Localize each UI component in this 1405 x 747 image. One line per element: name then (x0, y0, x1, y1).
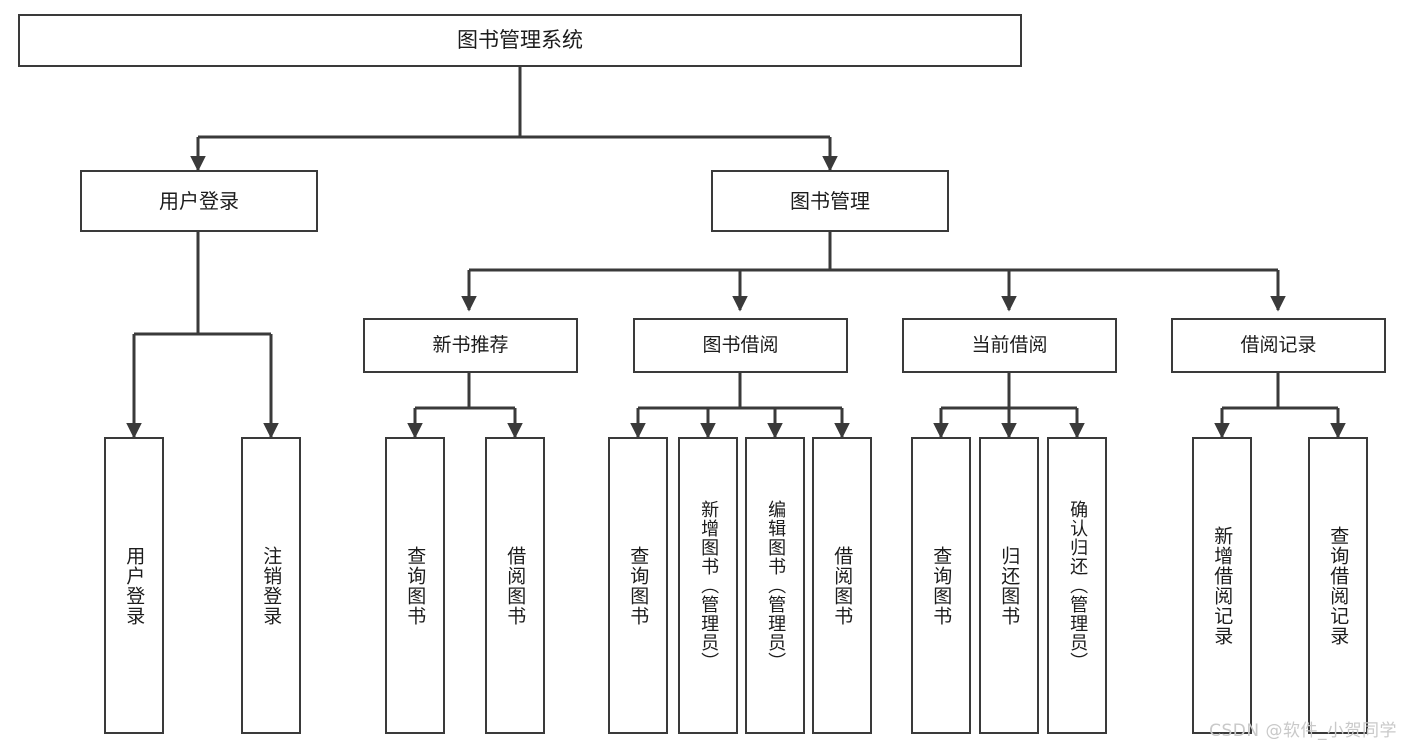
leaf-query-borrow-record[interactable]: 查询借阅记录 (1308, 437, 1368, 734)
leaf-borrow-book-recommend[interactable]: 借阅图书 (485, 437, 545, 734)
leaf-edit-book-admin[interactable]: 编辑图书（管理员） (745, 437, 805, 734)
leaf-add-book-admin[interactable]: 新增图书（管理员） (678, 437, 738, 734)
leaf-add-borrow-record[interactable]: 新增借阅记录 (1192, 437, 1252, 734)
node-book-management[interactable]: 图书管理 (711, 170, 949, 232)
node-book-borrow[interactable]: 图书借阅 (633, 318, 848, 373)
leaf-query-book-recommend-label: 查询图书 (404, 545, 427, 626)
node-borrow-records[interactable]: 借阅记录 (1171, 318, 1386, 373)
node-root-label: 图书管理系统 (457, 28, 583, 53)
leaf-return-book-label: 归还图书 (998, 545, 1021, 626)
node-new-recommend-label: 新书推荐 (432, 333, 509, 356)
leaf-borrow-book-recommend-label: 借阅图书 (504, 545, 527, 626)
leaf-add-book-admin-label: 新增图书（管理员） (698, 500, 720, 671)
leaf-query-book-borrow-label: 查询图书 (627, 545, 650, 626)
leaf-user-login-label: 用户登录 (123, 545, 146, 626)
leaf-query-book-borrow[interactable]: 查询图书 (608, 437, 668, 734)
node-book-borrow-label: 图书借阅 (702, 333, 779, 356)
node-current-borrow-label: 当前借阅 (971, 333, 1048, 356)
leaf-confirm-return-admin-label: 确认归还（管理员） (1067, 500, 1089, 671)
leaf-logout-label: 注销登录 (260, 545, 283, 626)
node-borrow-records-label: 借阅记录 (1240, 333, 1317, 356)
leaf-user-login[interactable]: 用户登录 (104, 437, 164, 734)
node-book-management-label: 图书管理 (790, 188, 870, 213)
leaf-query-book-current[interactable]: 查询图书 (911, 437, 971, 734)
node-current-borrow[interactable]: 当前借阅 (902, 318, 1117, 373)
leaf-borrow-book-label: 借阅图书 (831, 545, 854, 626)
watermark: CSDN @软件_小贺同学 (1209, 721, 1397, 741)
leaf-query-book-recommend[interactable]: 查询图书 (385, 437, 445, 734)
leaf-logout[interactable]: 注销登录 (241, 437, 301, 734)
leaf-borrow-book[interactable]: 借阅图书 (812, 437, 872, 734)
leaf-return-book[interactable]: 归还图书 (979, 437, 1039, 734)
node-user-login-label: 用户登录 (159, 188, 239, 213)
leaf-query-book-current-label: 查询图书 (930, 545, 953, 626)
leaf-query-borrow-record-label: 查询借阅记录 (1327, 525, 1350, 646)
node-user-login[interactable]: 用户登录 (80, 170, 318, 232)
leaf-edit-book-admin-label: 编辑图书（管理员） (765, 500, 787, 671)
node-root[interactable]: 图书管理系统 (18, 14, 1022, 67)
node-new-recommend[interactable]: 新书推荐 (363, 318, 578, 373)
leaf-add-borrow-record-label: 新增借阅记录 (1211, 525, 1234, 646)
leaf-confirm-return-admin[interactable]: 确认归还（管理员） (1047, 437, 1107, 734)
